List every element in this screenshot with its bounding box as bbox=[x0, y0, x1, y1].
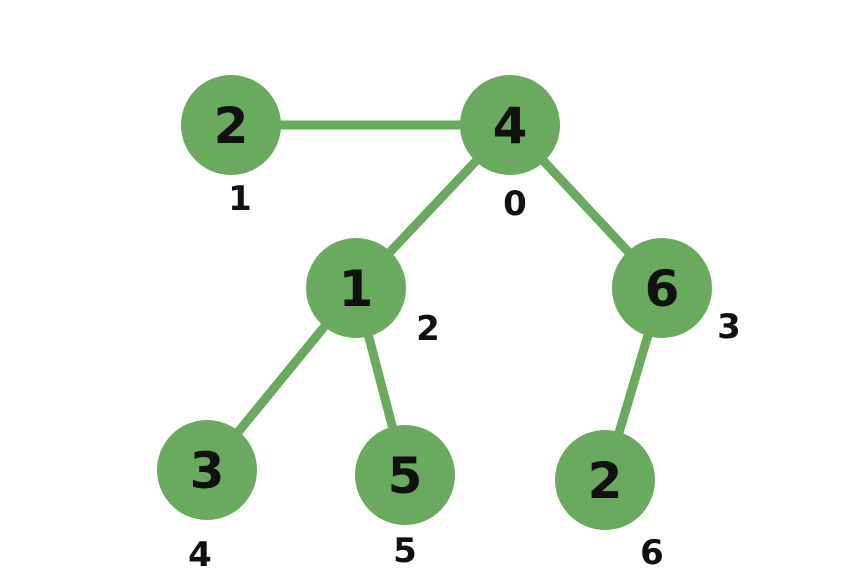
node-index-label: 5 bbox=[393, 531, 417, 571]
tree-node-2: 12 bbox=[306, 238, 440, 349]
node-circle bbox=[157, 420, 257, 520]
node-circle bbox=[555, 430, 655, 530]
edges-layer bbox=[202, 120, 667, 485]
tree-node-1: 21 bbox=[181, 75, 281, 219]
tree-node-5: 55 bbox=[355, 425, 455, 571]
node-circle bbox=[181, 75, 281, 175]
node-index-label: 2 bbox=[416, 309, 440, 349]
node-index-label: 0 bbox=[503, 184, 527, 224]
node-value: 5 bbox=[388, 447, 423, 505]
node-circle bbox=[306, 238, 406, 338]
tree-node-4: 34 bbox=[157, 420, 257, 575]
node-value: 4 bbox=[493, 97, 528, 155]
node-index-label: 1 bbox=[228, 179, 252, 219]
tree-node-6: 26 bbox=[555, 430, 664, 573]
node-value: 6 bbox=[645, 260, 680, 318]
node-index-label: 4 bbox=[188, 535, 212, 575]
node-value: 2 bbox=[214, 97, 249, 155]
node-value: 3 bbox=[190, 442, 225, 500]
node-value: 2 bbox=[588, 452, 623, 510]
node-circle bbox=[355, 425, 455, 525]
node-circle bbox=[612, 238, 712, 338]
node-index-label: 6 bbox=[640, 533, 664, 573]
node-value: 1 bbox=[339, 260, 374, 318]
node-circle bbox=[460, 75, 560, 175]
node-index-label: 3 bbox=[717, 307, 741, 347]
tree-node-3: 63 bbox=[612, 238, 741, 347]
tree-node-0: 40 bbox=[460, 75, 560, 224]
